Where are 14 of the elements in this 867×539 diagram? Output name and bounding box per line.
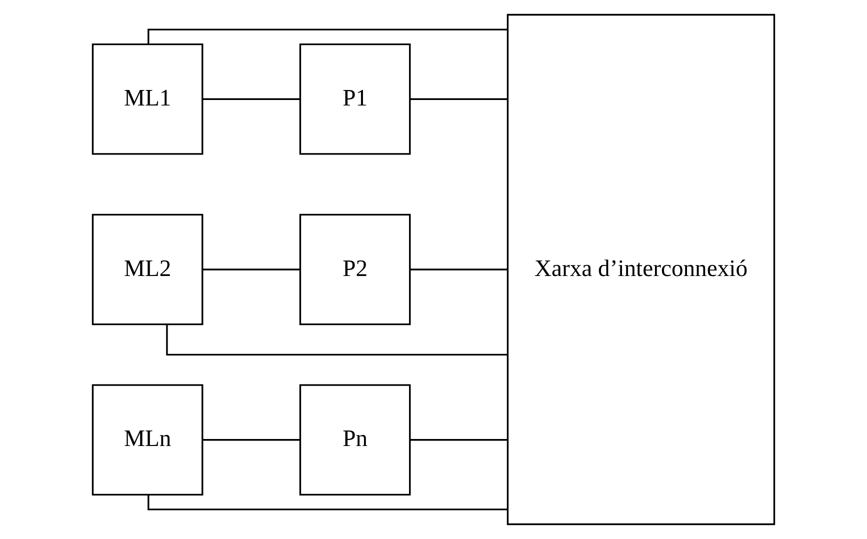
node-box: Pn [299, 384, 411, 496]
node-box: ML1 [92, 43, 204, 155]
connector [166, 324, 508, 356]
connector [410, 439, 508, 441]
connector [410, 98, 508, 100]
connector [202, 98, 300, 100]
node-box: P2 [299, 214, 411, 326]
node-box: ML2 [92, 214, 204, 326]
connector [202, 439, 300, 441]
node-box: Xarxa d’interconnexió [506, 14, 776, 526]
node-box: P1 [299, 43, 411, 155]
connector [410, 268, 508, 270]
node-box: MLn [92, 384, 204, 496]
connector [202, 268, 300, 270]
